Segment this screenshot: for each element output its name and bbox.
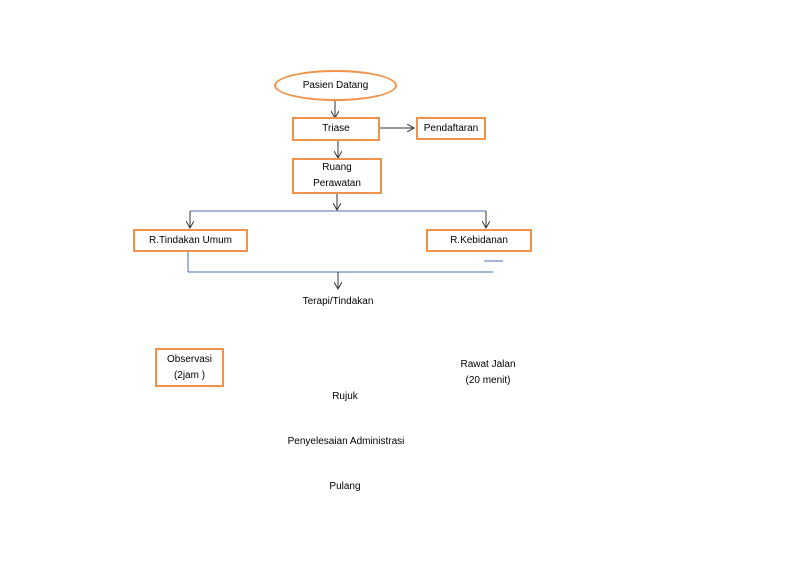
node-administrasi-label: Penyelesaian Administrasi — [287, 436, 405, 447]
node-pasien-datang: Pasien Datang — [274, 70, 397, 101]
node-pulang-label: Pulang — [329, 481, 361, 492]
node-rawat-jalan-label-1: Rawat Jalan — [460, 359, 516, 370]
node-ruang-perawatan: Ruang Perawatan — [292, 158, 382, 194]
node-observasi-label-2: (2jam ) — [173, 369, 206, 381]
node-terapi-label: Terapi/Tindakan — [302, 296, 374, 307]
node-kebidanan: R.Kebidanan — [426, 229, 532, 252]
node-observasi: Observasi (2jam ) — [155, 348, 224, 387]
node-terapi: Terapi/Tindakan — [288, 294, 388, 310]
node-kebidanan-label: R.Kebidanan — [450, 234, 508, 246]
node-pendaftaran-label: Pendaftaran — [423, 122, 479, 134]
node-pendaftaran: Pendaftaran — [416, 117, 486, 140]
node-rawat-jalan: Rawat Jalan (20 menit) — [448, 357, 528, 389]
node-rujuk-label: Rujuk — [332, 391, 358, 402]
node-tindakan-umum-label: R.Tindakan Umum — [149, 234, 232, 246]
node-observasi-label-1: Observasi — [166, 353, 212, 365]
node-ruang-label-2: Perawatan — [313, 178, 361, 189]
node-rujuk: Rujuk — [315, 389, 375, 405]
node-ruang-label-1: Ruang — [322, 162, 352, 173]
node-administrasi: Penyelesaian Administrasi — [276, 434, 416, 450]
node-rawat-jalan-label-2: (20 menit) — [465, 375, 511, 386]
node-triase-label: Triase — [322, 123, 350, 134]
node-tindakan-umum: R.Tindakan Umum — [133, 229, 248, 252]
node-pasien-datang-label: Pasien Datang — [302, 79, 369, 91]
node-pulang: Pulang — [315, 479, 375, 495]
node-triase: Triase — [292, 117, 380, 141]
